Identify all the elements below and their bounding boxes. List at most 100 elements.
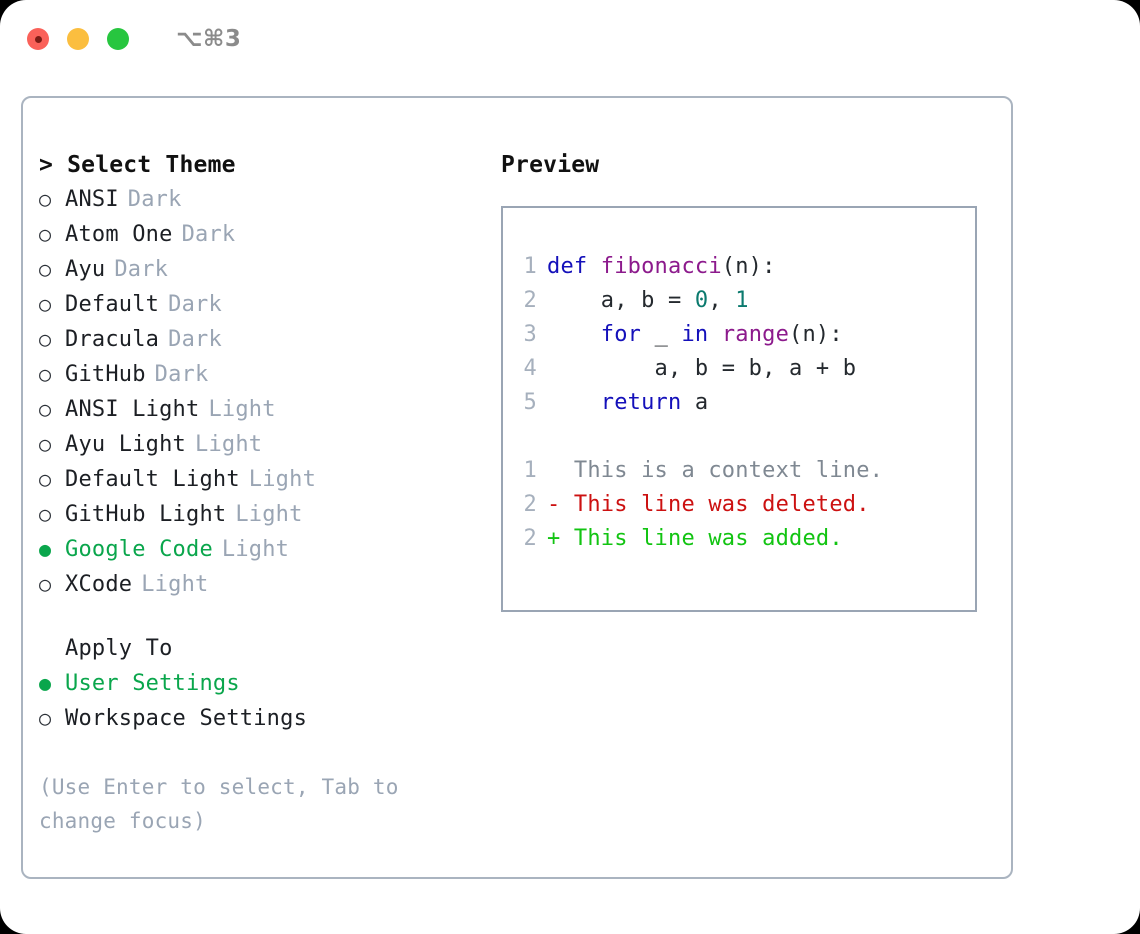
theme-option-kind: Light [141,572,209,597]
code-token-pl: , [708,288,736,313]
code-token-pl: a, b = b, a + b [547,356,857,381]
diff-marker: - [547,492,574,517]
theme-option-kind: Dark [168,327,222,352]
diff-marker [547,458,574,483]
code-token-kw: in [681,322,709,347]
theme-option-kind: Light [248,467,317,492]
code-line-number: 3 [523,322,537,347]
theme-option-row[interactable]: ○ ANSI Light Light [39,392,501,427]
diff-text: This is a context line. [573,458,884,483]
theme-option-kind: Light [221,537,290,562]
close-window-icon[interactable] [27,28,49,50]
apply-to-option-row[interactable]: ○ Workspace Settings [39,701,501,736]
theme-option-name: Ayu Light [65,432,187,457]
radio-selected-icon[interactable]: ● [39,537,52,561]
code-token-pl: (n): [721,254,776,279]
apply-to-option-row[interactable]: ● User Settings [39,666,501,701]
radio-unselected-icon[interactable]: ○ [39,397,52,421]
apply-to-option-name: Workspace Settings [65,706,308,731]
code-token-fn: fibonacci [600,254,722,279]
diff-sample: 1 This is a context line.2- This line wa… [503,454,975,556]
keyboard-hint-text: (Use Enter to select, Tab to change focu… [39,775,399,833]
theme-option-row[interactable]: ○ Default Light Light [39,462,501,497]
theme-option-kind: Dark [168,292,222,317]
radio-unselected-icon[interactable]: ○ [39,222,52,246]
maximize-window-icon[interactable] [107,28,129,50]
theme-option-kind: Dark [127,187,182,212]
radio-unselected-icon[interactable]: ○ [39,327,52,351]
code-token-num: 1 [735,288,749,313]
preview-title: Preview [501,152,600,178]
theme-option-name: Google Code [65,537,213,562]
code-line-number: 1 [523,254,537,279]
code-token-pl [547,322,601,347]
select-theme-header: > Select Theme [39,152,236,178]
theme-option-kind: Light [208,397,276,422]
code-token-pl [708,322,721,347]
apply-to-option-list: ● User Settings ○ Workspace Settings [39,666,501,736]
diff-line: 2+ This line was added. [503,522,975,556]
code-token-pl: _ [641,322,682,347]
radio-unselected-icon[interactable]: ○ [39,502,52,526]
theme-option-row[interactable]: ○ XCode Light [39,567,501,602]
apply-to-option-name: User Settings [65,671,240,696]
code-token-kw: return [600,390,682,415]
code-token-kw: for [600,322,642,347]
code-token-pl: a [681,390,709,415]
minimize-window-icon[interactable] [67,28,89,50]
diff-line-number: 1 [523,458,537,483]
radio-unselected-icon[interactable]: ○ [39,572,52,596]
theme-option-name: Ayu [65,257,106,282]
radio-unselected-icon[interactable]: ○ [39,467,52,491]
theme-option-kind: Light [195,432,263,457]
title-bar: ⌥⌘3 [0,0,1140,78]
theme-option-name: Default Light [65,467,240,492]
code-line: 2 a, b = 0, 1 [503,284,975,318]
diff-line-text: + This line was added. [547,522,843,556]
radio-unselected-icon[interactable]: ○ [39,187,52,211]
radio-unselected-icon[interactable]: ○ [39,362,52,386]
theme-option-row[interactable]: ○ Ayu Light Light [39,427,501,462]
diff-line-text: This is a context line. [547,454,883,488]
theme-option-row[interactable]: ○ Atom One Dark [39,217,501,252]
theme-option-kind: Dark [154,362,209,387]
code-line: 1 def fibonacci(n): [503,250,975,284]
apply-to-label: Apply To [65,636,173,661]
code-line-text: def fibonacci(n): [547,250,776,284]
theme-option-name: GitHub [65,362,146,387]
theme-option-name: XCode [65,572,133,597]
theme-option-row[interactable]: ● Google Code Light [39,532,501,567]
theme-option-name: ANSI Light [65,397,200,422]
code-token-pl [547,390,601,415]
theme-option-name: Atom One [65,222,173,247]
radio-unselected-icon[interactable]: ○ [39,257,52,281]
diff-line: 1 This is a context line. [503,454,975,488]
code-line: 4 a, b = b, a + b [503,352,975,386]
code-line-text: for _ in range(n): [547,318,843,352]
radio-unselected-icon[interactable]: ○ [39,706,52,730]
code-line-text: return a [547,386,708,420]
diff-text: This line was deleted. [573,492,870,517]
theme-option-kind: Dark [181,222,236,247]
radio-unselected-icon[interactable]: ○ [39,432,52,456]
code-line-text: a, b = 0, 1 [547,284,749,318]
radio-selected-icon[interactable]: ● [39,671,52,695]
diff-text: This line was added. [573,526,843,551]
code-token-fn: range [721,322,790,347]
code-line: 3 for _ in range(n): [503,318,975,352]
radio-unselected-icon[interactable]: ○ [39,292,52,316]
diff-line: 2- This line was deleted. [503,488,975,522]
theme-option-row[interactable]: ○ GitHub Dark [39,357,501,392]
code-token-pl: (n): [789,322,843,347]
